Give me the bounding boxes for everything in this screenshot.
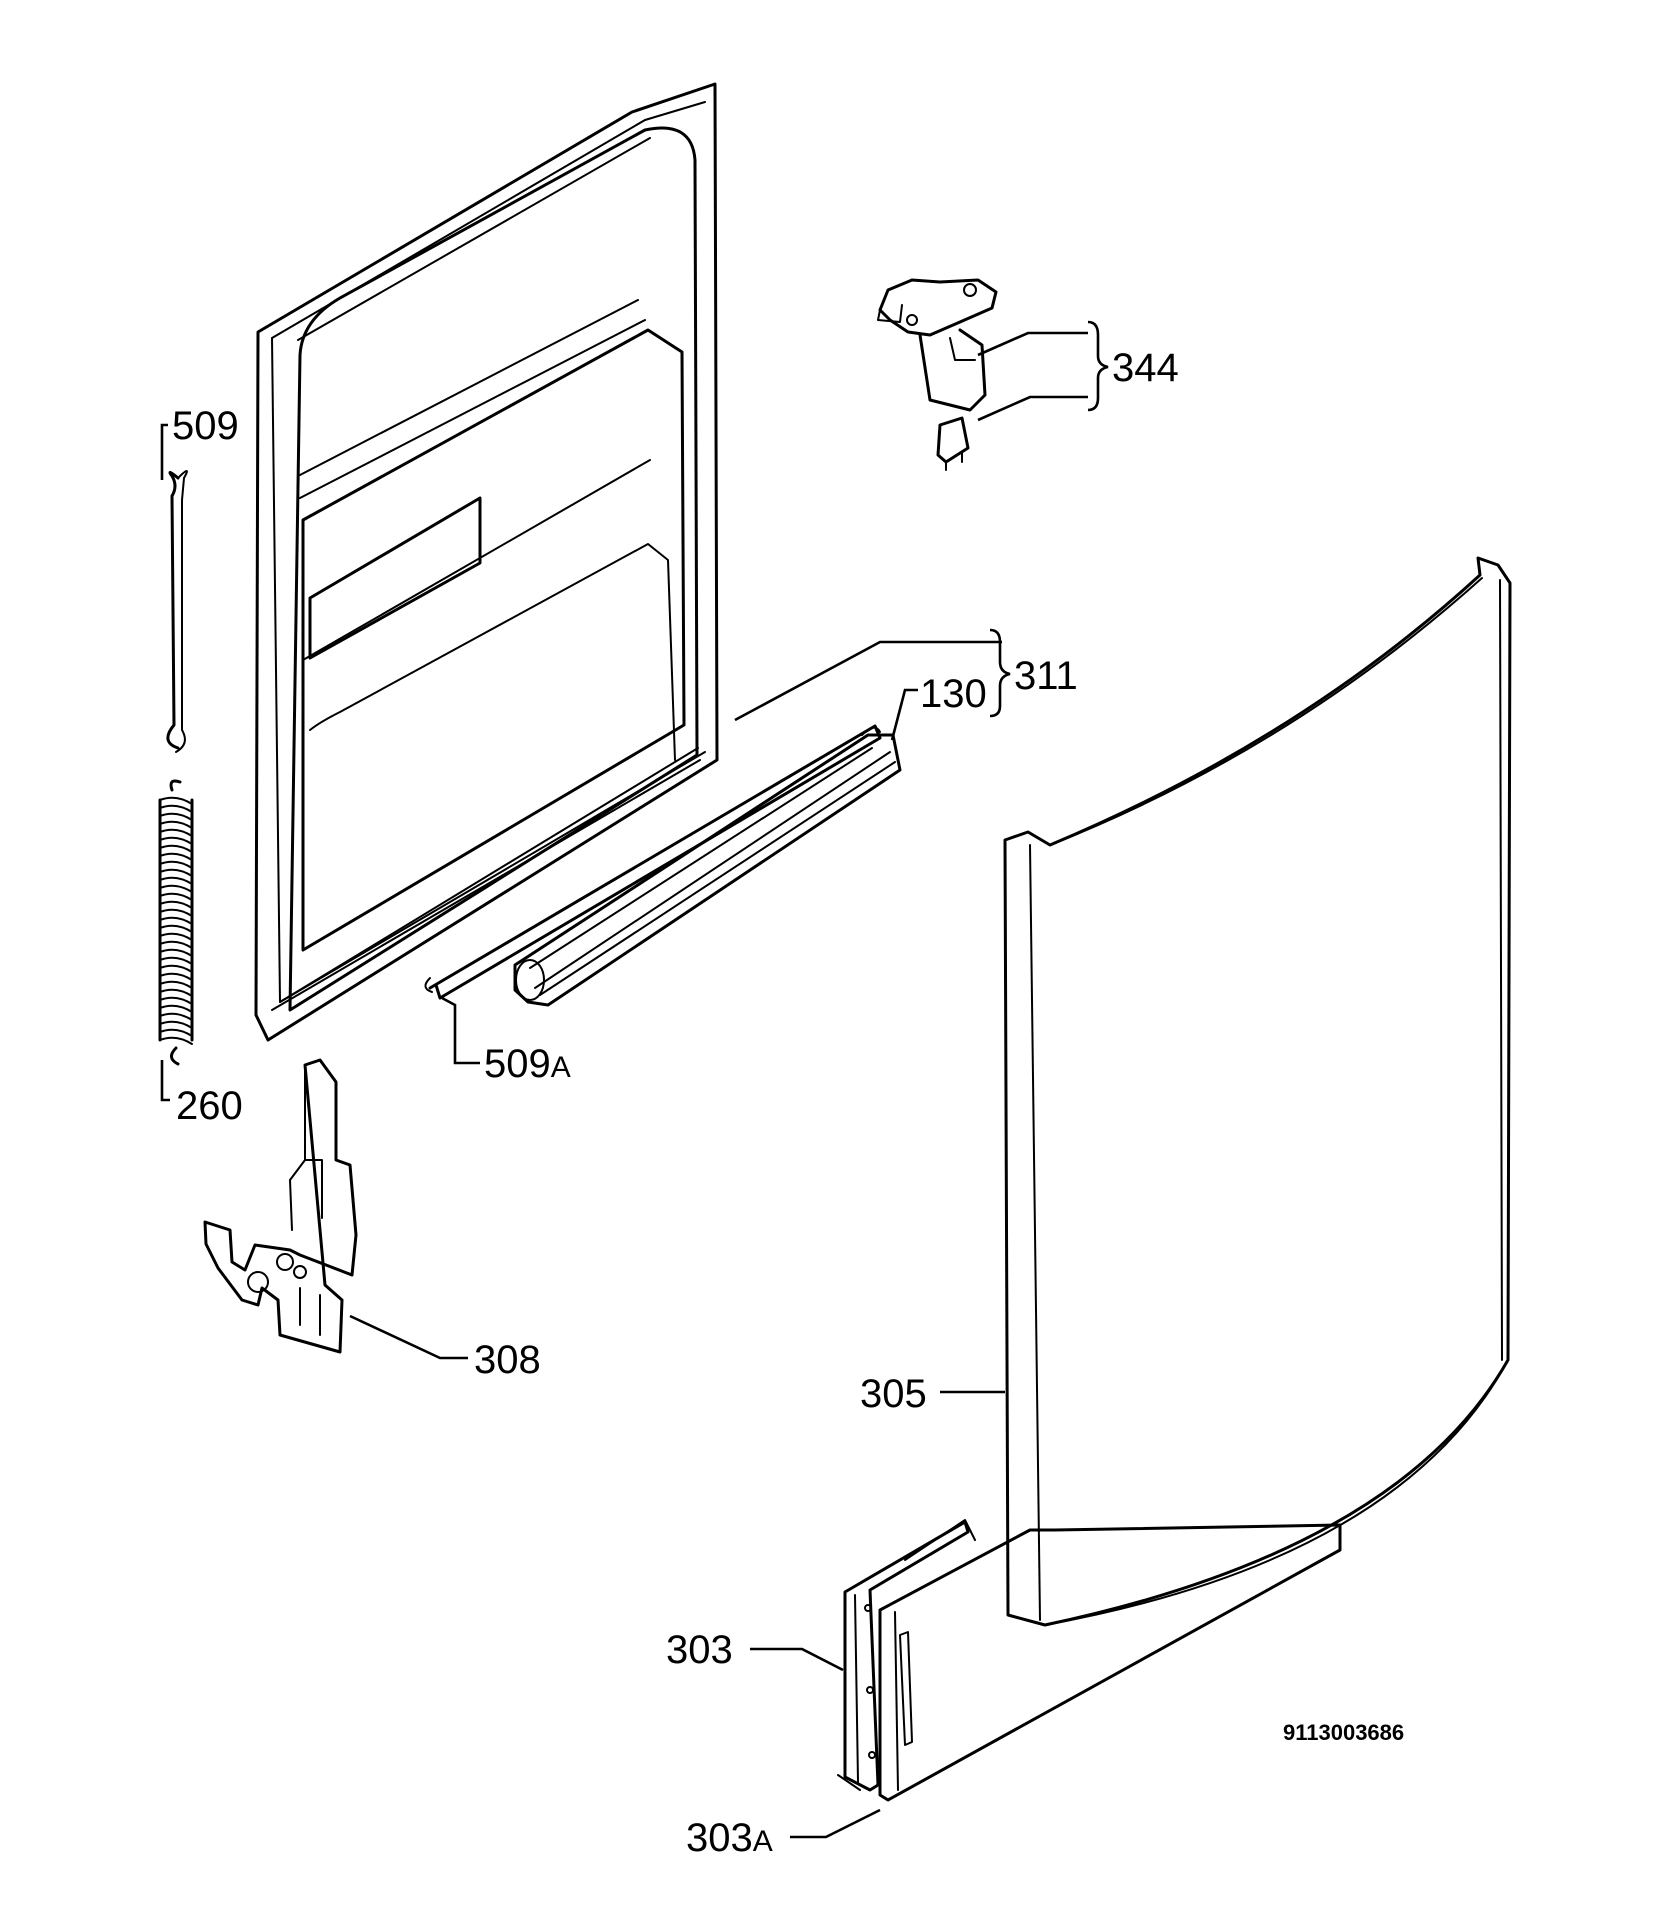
label-260: 260 bbox=[176, 1084, 243, 1128]
spring-coil-winding bbox=[159, 868, 193, 877]
leader-303 bbox=[750, 1647, 844, 1672]
leader-311 bbox=[734, 640, 1002, 722]
spring-coil-winding bbox=[159, 900, 193, 909]
label-509a-number: 509 bbox=[484, 1042, 551, 1086]
spring-260-coil bbox=[158, 779, 194, 1066]
hinge-308 bbox=[203, 1058, 358, 1354]
spring-coil-winding bbox=[159, 972, 193, 981]
door-lock-344 bbox=[877, 278, 998, 471]
leader-509a bbox=[441, 996, 480, 1065]
label-308: 308 bbox=[474, 1338, 541, 1382]
label-311: 311 bbox=[1014, 654, 1078, 698]
label-344: 344 bbox=[1112, 346, 1179, 390]
spring-coil-winding bbox=[159, 924, 193, 933]
spring-coil-winding bbox=[159, 876, 193, 885]
leader-509 bbox=[160, 423, 168, 480]
plinth-303 bbox=[837, 1520, 970, 1792]
label-303a: 303A bbox=[686, 1818, 773, 1858]
leader-260 bbox=[160, 1060, 170, 1102]
spring-coil-winding bbox=[159, 860, 193, 869]
spring-coil-winding bbox=[159, 892, 193, 901]
bracket-311 bbox=[989, 628, 1011, 718]
spring-coil-winding bbox=[159, 796, 193, 805]
leader-303a bbox=[790, 1808, 881, 1839]
spring-coil-winding bbox=[159, 996, 193, 1005]
spring-coil-winding bbox=[159, 804, 193, 813]
spring-coil-winding bbox=[159, 852, 193, 861]
spring-coil-winding bbox=[159, 988, 193, 997]
bar-509a bbox=[424, 724, 882, 1000]
spring-coil-winding bbox=[159, 884, 193, 893]
label-303a-suffix: A bbox=[752, 1825, 773, 1858]
label-509a: 509A bbox=[484, 1044, 571, 1084]
spring-coil-winding bbox=[159, 1020, 193, 1029]
spring-coil-winding bbox=[159, 828, 193, 837]
spring-coil-winding bbox=[159, 1012, 193, 1021]
leader-130 bbox=[890, 688, 918, 741]
label-509a-suffix: A bbox=[550, 1051, 571, 1084]
spring-509-rod bbox=[166, 470, 188, 753]
spring-coil-winding bbox=[159, 812, 193, 821]
spring-coil-winding bbox=[159, 980, 193, 989]
spring-coil-winding bbox=[159, 948, 193, 957]
leader-lines bbox=[160, 320, 1109, 1839]
spring-coil-winding bbox=[159, 1004, 193, 1013]
spring-coil-winding bbox=[159, 940, 193, 949]
spring-coil-winding bbox=[159, 1028, 193, 1037]
spring-coil-winding bbox=[159, 956, 193, 965]
spring-coil-winding bbox=[159, 1036, 193, 1045]
inner-door-panel bbox=[254, 82, 719, 1042]
spring-coil-winding bbox=[159, 836, 193, 845]
label-130: 130 bbox=[920, 672, 987, 716]
spring-coil-winding bbox=[159, 932, 193, 941]
leader-344-bottom bbox=[977, 395, 1088, 422]
document-id: 9113003686 bbox=[1283, 1720, 1405, 1745]
label-509: 509 bbox=[172, 404, 239, 448]
plinth-303a bbox=[878, 1519, 1342, 1802]
spring-coil-winding bbox=[159, 916, 193, 925]
spring-coil-winding bbox=[159, 820, 193, 829]
spring-coil-winding bbox=[159, 908, 193, 917]
outer-door-305 bbox=[1003, 556, 1512, 1627]
bracket-344 bbox=[1087, 320, 1109, 412]
label-303a-number: 303 bbox=[686, 1816, 753, 1860]
spring-coil-winding bbox=[159, 964, 193, 973]
seal-130 bbox=[513, 726, 902, 1007]
label-305: 305 bbox=[860, 1372, 927, 1416]
label-303: 303 bbox=[666, 1628, 733, 1672]
leader-344-top bbox=[977, 331, 1088, 357]
leader-308 bbox=[349, 1314, 468, 1360]
spring-coil-winding bbox=[159, 844, 193, 853]
